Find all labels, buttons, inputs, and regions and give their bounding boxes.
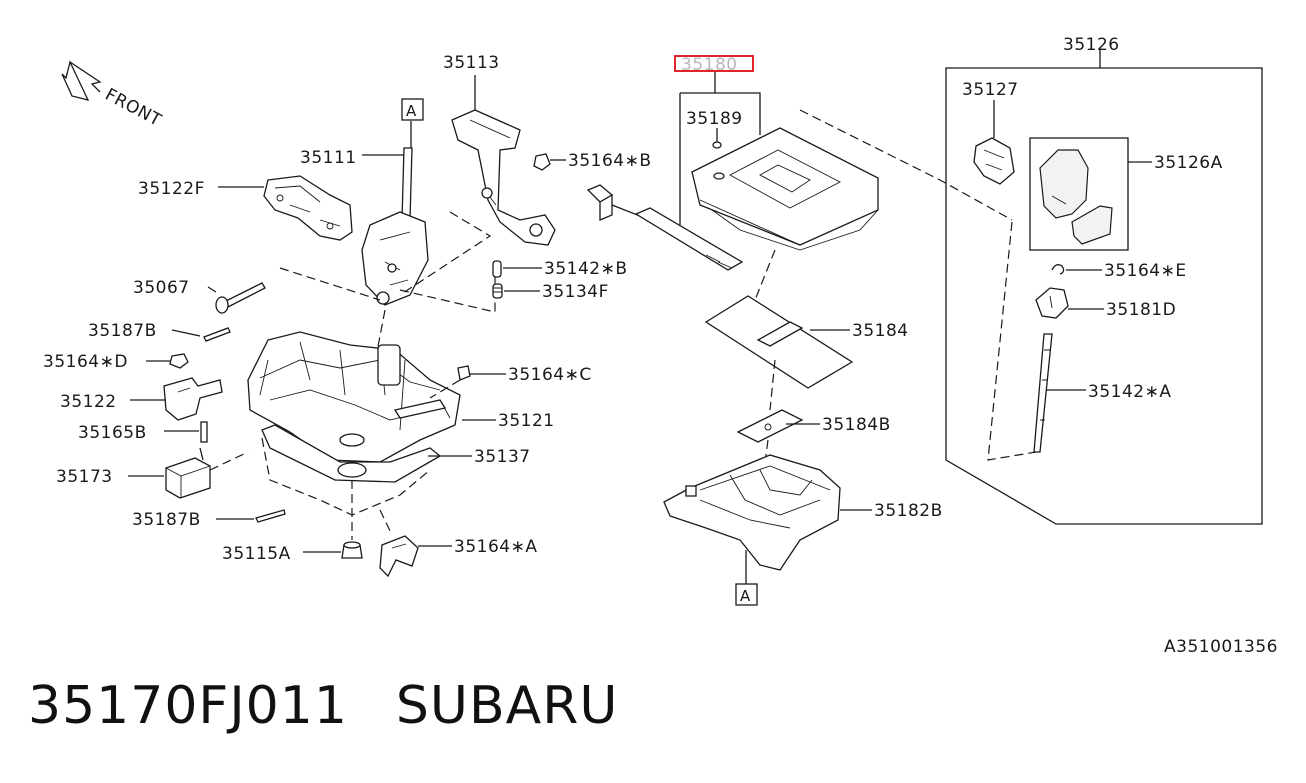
label-35134F: 35134F — [542, 282, 609, 302]
label-35111: 35111 — [300, 148, 357, 168]
part-35189-bulb[interactable] — [712, 141, 722, 149]
footer-title: 35170FJ011 SUBARU — [28, 676, 618, 736]
part-35184B-film[interactable] — [736, 409, 804, 443]
label-35115A: 35115A — [222, 544, 291, 564]
part-35164D-clip[interactable] — [169, 353, 189, 369]
label-35122: 35122 — [60, 392, 117, 412]
part-35111-lever[interactable] — [361, 147, 429, 306]
part-35134F-plunger[interactable] — [492, 283, 503, 299]
label-35181D: 35181D — [1106, 300, 1176, 320]
label-35165B: 35165B — [78, 423, 147, 443]
label-35187B-bottom: 35187B — [132, 510, 201, 530]
part-35164E-clip[interactable] — [1051, 264, 1065, 275]
part-35137-plate[interactable] — [261, 424, 442, 483]
part-35173-switch[interactable] — [165, 447, 211, 499]
label-35164E: 35164∗E — [1104, 261, 1187, 281]
highlight-box-35180 — [674, 55, 754, 72]
label-35126: 35126 — [1063, 35, 1120, 55]
part-35142A-rod[interactable] — [1033, 333, 1053, 453]
part-35182B-bezel[interactable] — [663, 454, 841, 571]
part-35164C-nut[interactable] — [457, 365, 471, 381]
part-35115A-bushing[interactable] — [341, 541, 363, 559]
label-35182B: 35182B — [874, 501, 943, 521]
label-35122F: 35122F — [138, 179, 205, 199]
part-35142B-spring[interactable] — [492, 260, 502, 278]
part-35164A-clip[interactable] — [379, 535, 419, 578]
label-35164D: 35164∗D — [43, 352, 128, 372]
part-35165B-pin[interactable] — [200, 421, 208, 443]
label-35142B: 35142∗B — [544, 259, 628, 279]
part-number: 35170FJ011 — [28, 676, 348, 736]
part-35067-pin[interactable] — [215, 282, 266, 314]
label-35127: 35127 — [962, 80, 1019, 100]
part-35126A-knob[interactable] — [1039, 149, 1113, 245]
part-35122F-solenoid[interactable] — [263, 175, 353, 241]
brand-name: SUBARU — [395, 676, 619, 736]
front-arrow-icon — [61, 60, 102, 101]
label-35173: 35173 — [56, 467, 113, 487]
label-35164A: 35164∗A — [454, 537, 537, 557]
svg-text:A: A — [740, 587, 751, 605]
label-35067: 35067 — [133, 278, 190, 298]
part-35121-base[interactable] — [247, 331, 461, 463]
label-35164B: 35164∗B — [568, 151, 652, 171]
label-35184B: 35184B — [822, 415, 891, 435]
label-35164C: 35164∗C — [508, 365, 592, 385]
label-35189: 35189 — [686, 109, 743, 129]
label-35137: 35137 — [474, 447, 531, 467]
part-35187B-pin-top[interactable] — [203, 327, 231, 342]
front-label: FRONT — [102, 85, 165, 131]
svg-text:A: A — [406, 102, 417, 120]
label-35126A: 35126A — [1154, 153, 1223, 173]
part-35164B-nut[interactable] — [533, 153, 551, 171]
label-35142A: 35142∗A — [1088, 382, 1171, 402]
part-35122-actuator[interactable] — [163, 377, 223, 421]
part-harness-connector[interactable] — [586, 184, 744, 271]
ref-code: A351001356 — [1164, 637, 1278, 657]
part-35113-bracket[interactable] — [451, 109, 556, 246]
part-35187B-pin-bottom[interactable] — [255, 509, 286, 523]
part-35184-film[interactable] — [704, 295, 854, 389]
kit-35126-outline — [945, 67, 1263, 525]
label-35113: 35113 — [443, 53, 500, 73]
part-35180-indicator-cover[interactable] — [691, 127, 879, 251]
label-35121: 35121 — [498, 411, 555, 431]
label-35187B-top: 35187B — [88, 321, 157, 341]
label-35184: 35184 — [852, 321, 909, 341]
part-35181D-cap[interactable] — [1035, 287, 1069, 319]
callout-a-top: A — [401, 98, 424, 121]
callout-a-bottom: A — [735, 583, 758, 606]
label-35180[interactable]: 35180 — [681, 55, 738, 75]
part-35127-button[interactable] — [973, 137, 1015, 185]
